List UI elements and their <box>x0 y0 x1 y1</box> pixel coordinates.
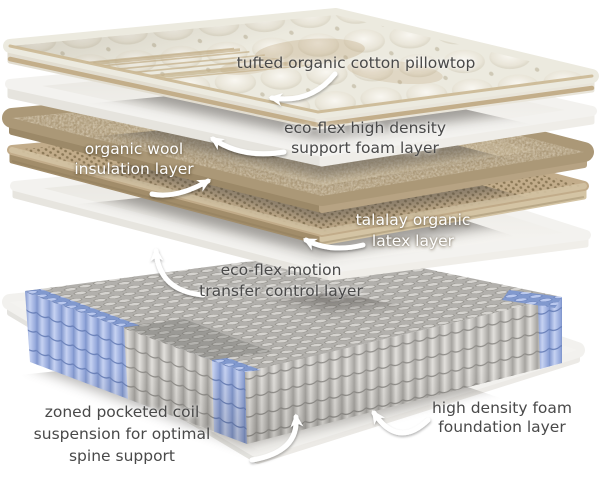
wool-label-line1: organic wool <box>84 140 184 158</box>
latex-label-line1: talalay organic <box>355 211 471 229</box>
wool-label-line2: insulation layer <box>74 160 194 178</box>
pocketed-coil-label-line2: suspension for optimal <box>33 425 211 443</box>
motion-transfer-label: eco-flex motion transfer control layer <box>161 260 401 302</box>
pocketed-coil-label-line3: spine support <box>68 447 176 465</box>
support-foam-label-line2: support foam layer <box>291 139 439 157</box>
support-foam-label-line1: eco-flex high density <box>283 119 447 137</box>
motion-transfer-label-line2: transfer control layer <box>199 282 363 300</box>
foundation-label: high density foam foundation layer <box>382 399 600 437</box>
pocketed-coil-layer <box>25 250 562 444</box>
latex-label-line2: latex layer <box>371 232 455 250</box>
pocketed-coil-label-line1: zoned pocketed coil <box>44 403 200 421</box>
wool-layer <box>12 88 584 213</box>
motion-transfer-layer <box>15 155 586 281</box>
curved-arrow-foundation-icon <box>371 410 431 436</box>
pillowtop-label-line: tufted organic cotton pillowtop <box>236 54 476 72</box>
curved-arrow-pillowtop-icon <box>268 71 338 106</box>
support-foam-layer <box>10 53 592 167</box>
pillowtop-label: tufted organic cotton pillowtop <box>206 53 506 73</box>
curved-arrow-wool-icon <box>149 178 212 198</box>
curved-arrow-motion-icon <box>150 247 206 298</box>
motion-transfer-label-line1: eco-flex motion <box>220 261 342 279</box>
support-foam-label: eco-flex high density support foam layer <box>215 118 515 158</box>
pillowtop-layer <box>10 15 592 130</box>
callout-arrows <box>149 71 431 463</box>
foundation-label-line2: foundation layer <box>438 418 566 436</box>
curved-arrow-latex-icon <box>302 237 366 251</box>
latex-label: talalay organic latex layer <box>293 210 533 252</box>
curved-arrow-coils-icon <box>249 413 304 463</box>
pillowtop-jacquard-pattern <box>10 15 592 112</box>
wool-label: organic wool insulation layer <box>14 139 254 179</box>
pocketed-coil-label: zoned pocketed coil suspension for optim… <box>2 401 242 467</box>
foundation-label-line1: high density foam <box>431 399 572 417</box>
curved-arrow-foam-icon <box>210 136 287 157</box>
